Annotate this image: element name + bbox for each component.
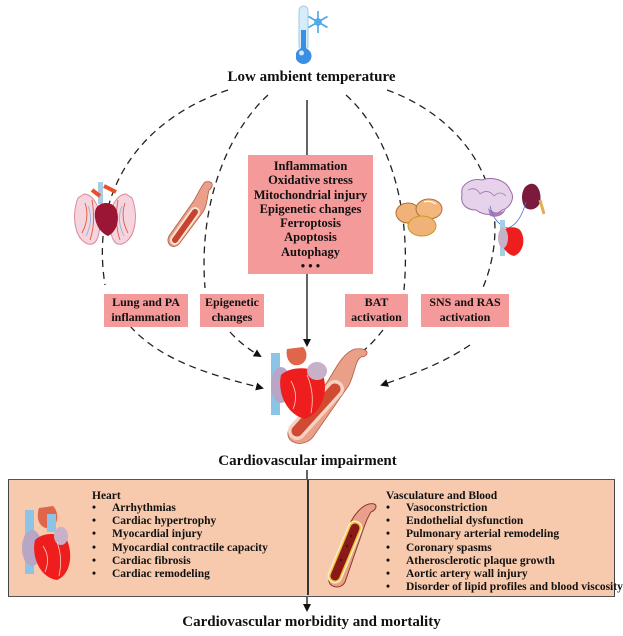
- ellipsis: • • •: [300, 259, 321, 274]
- heart-icon: [17, 506, 71, 580]
- lungs-heart-icon: [70, 178, 140, 248]
- mechanism-item: Oxidative stress: [268, 173, 353, 188]
- arrow-bat-to-heart: [354, 329, 384, 358]
- top-title: Low ambient temperature: [227, 69, 396, 85]
- mechanisms-box: Inflammation Oxidative stress Mitochondr…: [248, 155, 373, 274]
- mechanism-item: Apoptosis: [284, 230, 337, 245]
- arrow-sns-path: [386, 89, 496, 291]
- arrow-lung-path: [101, 89, 229, 286]
- bat-activation-box: BAT activation: [345, 294, 408, 327]
- outcomes-panel: Heart Arrhythmias Cardiac hypertrophy My…: [8, 479, 623, 597]
- mechanism-item: Mitochondrial injury: [253, 187, 368, 202]
- arrow-lung-to-heart: [129, 325, 264, 391]
- label-line: BAT: [364, 295, 389, 309]
- arrow-bat-path: [345, 94, 407, 291]
- blood-vessel-icon: [163, 178, 221, 250]
- label-line: SNS and RAS: [429, 295, 501, 309]
- panel-divider: [307, 480, 309, 595]
- outcome-title: Cardiovascular morbidity and mortality: [182, 614, 441, 630]
- brain-kidney-heart-icon: [458, 176, 568, 261]
- list-item: Aortic artery wall injury: [386, 568, 623, 581]
- label-line: activation: [439, 310, 491, 324]
- list-item: Disorder of lipid profiles and blood vis…: [386, 581, 623, 594]
- label-line: changes: [211, 310, 253, 324]
- list-item: Endothelial dysfunction: [386, 515, 623, 528]
- epigenetic-changes-box: Epigenetic changes: [200, 294, 264, 327]
- vascular-outcomes-list: Vasoconstriction Endothelial dysfunction…: [386, 502, 623, 595]
- impairment-title: Cardiovascular impairment: [218, 453, 397, 469]
- list-item: Vasoconstriction: [386, 502, 623, 515]
- label-line: activation: [351, 310, 402, 324]
- mechanism-item: Epigenetic changes: [259, 201, 362, 216]
- label-line: Epigenetic: [205, 295, 259, 309]
- list-item: Myocardial injury: [92, 528, 268, 541]
- heart-outcomes-list: Arrhythmias Cardiac hypertrophy Myocardi…: [92, 502, 268, 581]
- mechanism-item: Autophagy: [280, 244, 341, 259]
- list-item: Atherosclerotic plaque growth: [386, 555, 623, 568]
- vascular-panel-title: Vasculature and Blood: [386, 490, 498, 502]
- thermometer-snowflake-icon: [295, 4, 330, 66]
- sns-ras-activation-box: SNS and RAS activation: [421, 294, 509, 327]
- list-item: Coronary spasms: [386, 542, 623, 555]
- lung-pa-inflammation-box: Lung and PA inflammation: [104, 294, 188, 327]
- list-item: Myocardial contractile capacity: [92, 542, 268, 555]
- brown-fat-cells-icon: [394, 196, 444, 238]
- list-item: Cardiac remodeling: [92, 568, 268, 581]
- mechanism-item: Inflammation: [273, 159, 348, 173]
- list-item: Pulmonary arterial remodeling: [386, 528, 623, 541]
- heart-vessel-icon: [263, 345, 378, 445]
- artery-cross-section-icon: [323, 500, 381, 590]
- list-item: Cardiac hypertrophy: [92, 515, 268, 528]
- label-line: Lung and PA: [112, 295, 180, 309]
- arrow-sns-to-heart: [380, 344, 471, 387]
- label-line: inflammation: [111, 310, 181, 324]
- mechanism-item: Ferroptosis: [280, 216, 341, 231]
- arrow-epigenetic-to-heart: [229, 331, 262, 358]
- heart-panel-title: Heart: [92, 490, 121, 502]
- list-item: Arrhythmias: [92, 502, 268, 515]
- list-item: Cardiac fibrosis: [92, 555, 268, 568]
